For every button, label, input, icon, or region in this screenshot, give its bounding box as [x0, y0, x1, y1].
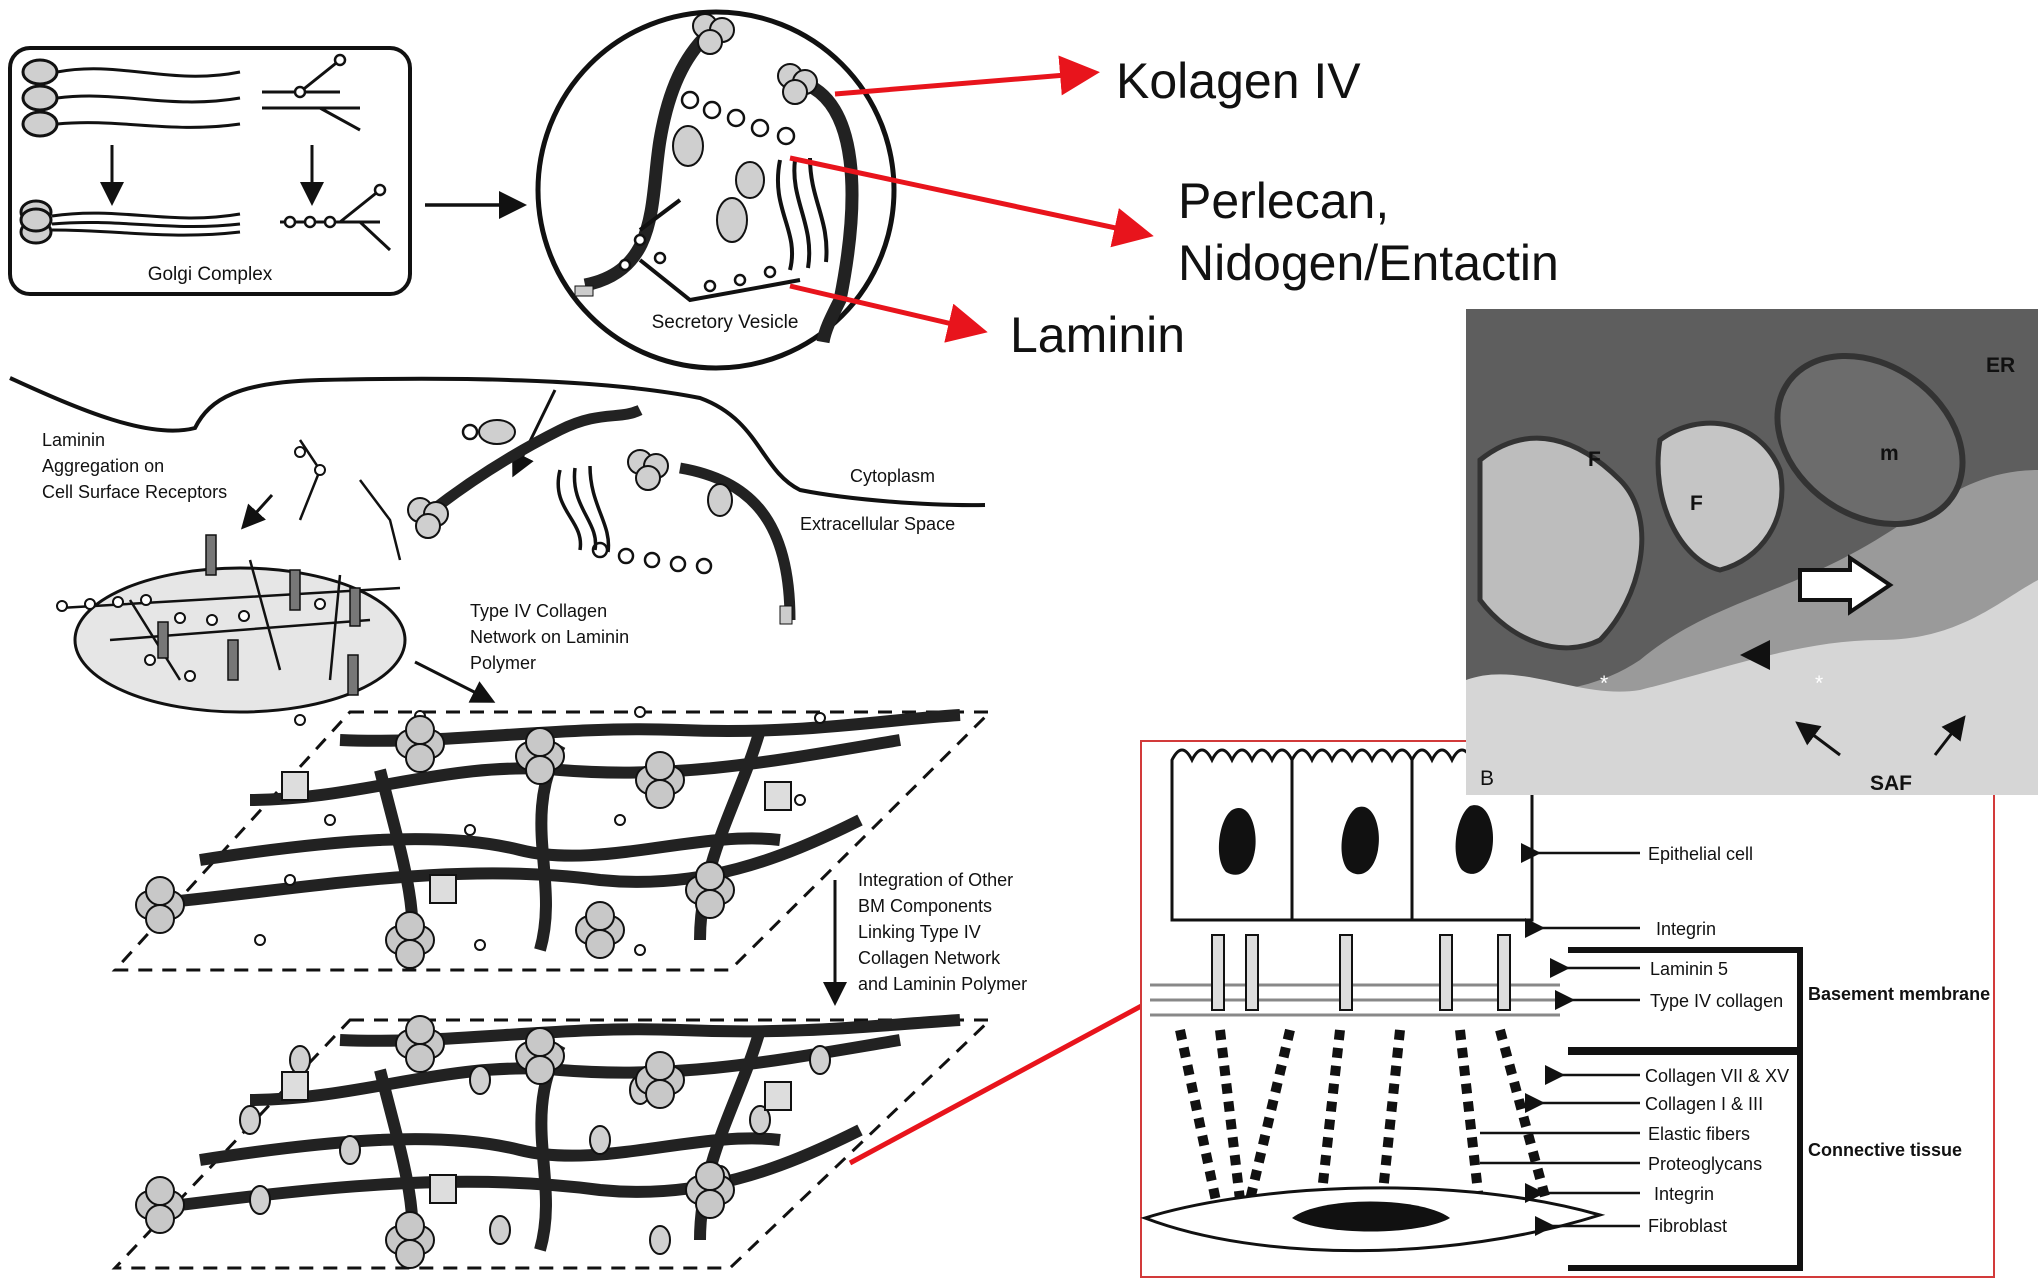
- bm-label-laminin5: Laminin 5: [1650, 959, 1728, 979]
- aggregation-line2: Aggregation on: [42, 456, 164, 476]
- aggregation-line1: Laminin: [42, 430, 105, 450]
- micro-label-f2: F: [1690, 492, 1703, 515]
- micro-label-saf: SAF: [1870, 772, 1912, 795]
- secretory-vesicle: Secretory Vesicle: [538, 12, 894, 368]
- micro-asterisk-1: *: [1600, 672, 1608, 695]
- golgi-complex: Golgi Complex: [10, 48, 410, 294]
- bm-group-basement: Basement membrane: [1808, 984, 1990, 1004]
- network-line1: Type IV Collagen: [470, 601, 607, 621]
- bm-label-collagen-i-iii: Collagen I & III: [1645, 1094, 1763, 1114]
- cell-surface: Laminin Aggregation on Cell Surface Rece…: [10, 378, 985, 712]
- integration-line1: Integration of Other: [858, 870, 1013, 890]
- golgi-label: Golgi Complex: [148, 264, 273, 285]
- bm-group-connective: Connective tissue: [1808, 1140, 1962, 1160]
- bm-label-collagen-iv: Type IV collagen: [1650, 991, 1783, 1011]
- bm-label-elastic: Elastic fibers: [1648, 1124, 1750, 1144]
- extracellular-label: Extracellular Space: [800, 514, 955, 534]
- bm-label-integrin-bottom: Integrin: [1654, 1184, 1714, 1204]
- bm-panel: Epithelial cell Integrin Laminin 5 Type …: [1141, 741, 1994, 1277]
- network-line3: Polymer: [470, 653, 536, 673]
- integration-line5: and Laminin Polymer: [858, 974, 1027, 994]
- aggregation-line3: Cell Surface Receptors: [42, 482, 227, 502]
- bm-label-collagen-vii-xv: Collagen VII & XV: [1645, 1066, 1789, 1086]
- bm-label-fibroblast: Fibroblast: [1648, 1216, 1727, 1236]
- kolagen-label: Kolagen IV: [1116, 53, 1361, 109]
- integration-line3: Linking Type IV: [858, 922, 981, 942]
- micro-asterisk-2: *: [1815, 672, 1823, 695]
- perlecan-label: Perlecan,: [1178, 173, 1389, 229]
- electron-micrograph: F F m ER SAF * * B: [1466, 309, 2038, 795]
- vesicle-label: Secretory Vesicle: [652, 312, 799, 333]
- micro-panel-b: B: [1480, 767, 1494, 790]
- micro-label-er: ER: [1986, 354, 2015, 377]
- micro-label-f1: F: [1588, 448, 1601, 471]
- micro-label-m: m: [1880, 442, 1899, 465]
- bm-label-epithelial: Epithelial cell: [1648, 844, 1753, 864]
- laminin-callout: Laminin: [1010, 307, 1185, 363]
- bm-label-proteoglycans: Proteoglycans: [1648, 1154, 1762, 1174]
- network-plane-2: [115, 1016, 990, 1268]
- integration-line4: Collagen Network: [858, 948, 1001, 968]
- integration-line2: BM Components: [858, 896, 992, 916]
- cytoplasm-label: Cytoplasm: [850, 466, 935, 486]
- bm-label-integrin-top: Integrin: [1656, 919, 1716, 939]
- nidogen-label: Nidogen/Entactin: [1178, 235, 1559, 291]
- kolagen-arrow: [835, 73, 1090, 94]
- network-line2: Network on Laminin: [470, 627, 629, 647]
